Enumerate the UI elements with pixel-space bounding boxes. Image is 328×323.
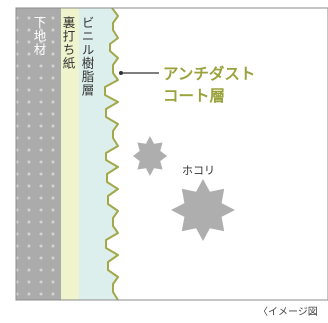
dust-particle-large [171, 179, 235, 241]
substrate-dots [16, 8, 61, 300]
callout-leader-dot [119, 71, 123, 75]
dust-label: ホコリ [182, 164, 215, 177]
anti-dust-coat-line [104, 7, 119, 301]
image-caption: 〈イメージ図 [258, 307, 318, 318]
anti-dust-coat-label-line1: アンチダスト [163, 65, 256, 83]
dust-particle-small [133, 136, 167, 176]
vinyl-resin-layer [79, 8, 118, 300]
substrate-label: 下地材 [31, 16, 47, 57]
diagram-frame [15, 7, 328, 301]
backing-paper-layer [61, 8, 79, 300]
vinyl-resin-label: ビニル樹脂層 [79, 16, 95, 97]
anti-dust-coat-label-line2: コート層 [163, 87, 226, 105]
backing-paper-label: 裏打ち紙 [60, 16, 76, 70]
